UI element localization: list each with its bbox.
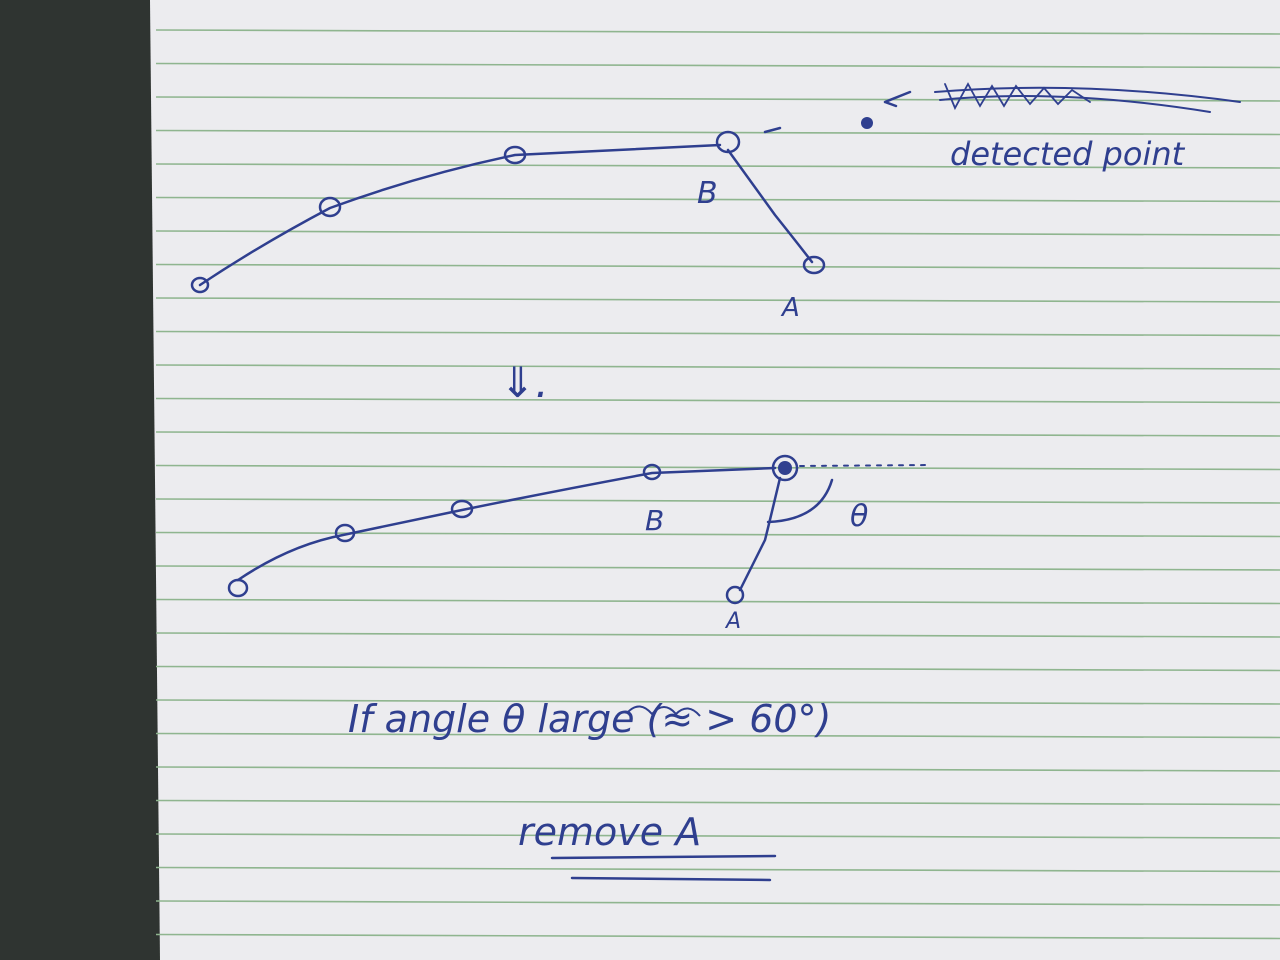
ruled-line xyxy=(155,297,1280,303)
top-dash xyxy=(763,126,782,134)
ruled-lines xyxy=(155,29,1280,940)
condition-scribble xyxy=(627,705,701,717)
ruled-line xyxy=(155,129,1280,136)
bottom-detected-point-dot xyxy=(778,461,792,475)
ruled-line xyxy=(155,464,1280,471)
top-point-1 xyxy=(190,276,210,294)
bottom-point-3 xyxy=(450,499,474,519)
ruled-line xyxy=(155,364,1280,370)
transition-arrow: ⇓. xyxy=(500,358,549,407)
ruled-line xyxy=(155,498,1280,504)
ruled-line xyxy=(155,799,1280,806)
detected-point-dot xyxy=(861,117,873,129)
bottom-label-b: B xyxy=(645,504,664,537)
angle-label-theta: θ xyxy=(850,499,868,534)
top-trajectory-line xyxy=(198,143,722,287)
top-point-3 xyxy=(503,145,527,165)
bottom-diagram xyxy=(227,454,931,605)
angle-arc xyxy=(766,478,834,524)
action-text: remove A xyxy=(518,810,701,854)
ruled-line xyxy=(155,565,1280,571)
detected-point-arrow xyxy=(883,90,912,108)
ruled-line xyxy=(155,62,1280,69)
ruled-line xyxy=(155,96,1280,102)
ruled-line xyxy=(155,230,1280,236)
bottom-point-2 xyxy=(334,523,356,543)
bottom-detected-point-ring xyxy=(771,454,799,482)
ruled-line xyxy=(155,866,1280,873)
ruled-line xyxy=(155,330,1280,337)
top-point-2 xyxy=(318,196,342,218)
ruled-line xyxy=(155,431,1280,437)
bottom-point-1 xyxy=(227,578,249,598)
condition-text: If angle θ large (≈ > 60°) xyxy=(348,697,831,741)
ruled-line xyxy=(155,163,1280,169)
top-point-b xyxy=(715,130,741,154)
top-point-a xyxy=(802,255,826,275)
bottom-reference-dashed xyxy=(799,464,931,467)
top-diagram xyxy=(190,82,1241,294)
ruled-line xyxy=(155,598,1280,605)
ruled-line xyxy=(155,29,1280,35)
action-underline xyxy=(550,854,777,882)
scribble-strike-2 xyxy=(939,95,1211,113)
bottom-trajectory-line xyxy=(236,466,777,582)
ruled-line xyxy=(155,933,1280,940)
top-label-a: A xyxy=(780,293,800,323)
ruled-line xyxy=(155,531,1280,538)
bottom-point-b xyxy=(642,463,662,481)
scribble-strike-1 xyxy=(934,86,1241,103)
ruled-line xyxy=(155,833,1280,839)
ruled-line xyxy=(155,397,1280,404)
ruled-line xyxy=(155,766,1280,772)
bottom-segment-a xyxy=(738,476,782,592)
ruled-line xyxy=(155,263,1280,270)
bottom-point-a xyxy=(725,585,745,605)
scribble-strike-3 xyxy=(944,82,1091,111)
ruled-line xyxy=(155,196,1280,203)
ruled-line xyxy=(155,632,1280,638)
ruled-line xyxy=(155,699,1280,705)
detected-point-annotation: detected point xyxy=(950,135,1186,173)
top-label-b: B xyxy=(697,176,718,211)
paper-sheet xyxy=(150,0,1280,960)
ruled-line xyxy=(155,900,1280,906)
bottom-label-a: A xyxy=(724,609,741,634)
ruled-line xyxy=(155,732,1280,739)
ruled-line xyxy=(155,665,1280,672)
